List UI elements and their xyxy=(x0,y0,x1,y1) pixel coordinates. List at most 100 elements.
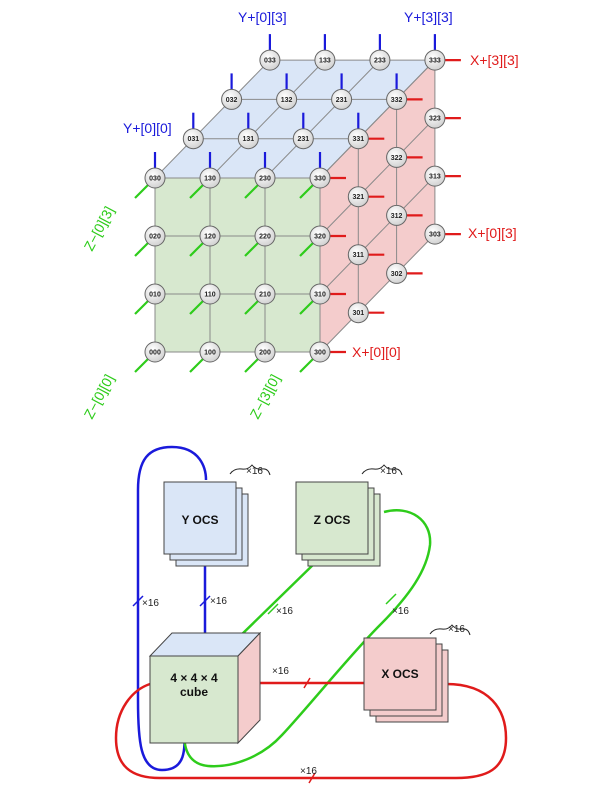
node-label: 231 xyxy=(297,136,309,143)
torus-node: 200 xyxy=(254,341,276,363)
node-label: 333 xyxy=(429,58,441,65)
mult-labels: ×16 ×16 ×16 ×16 ×16 ×16 ×16 ×16 ×16 xyxy=(142,466,465,777)
torus-node: 320 xyxy=(309,225,331,247)
torus-node: 130 xyxy=(199,167,221,189)
node-label: 200 xyxy=(259,350,271,357)
torus-node: 231 xyxy=(331,88,353,110)
torus-node: 120 xyxy=(199,225,221,247)
cube-faces xyxy=(155,60,435,352)
torus-node: 210 xyxy=(254,283,276,305)
y-ocs-label: Y OCS xyxy=(181,513,218,527)
x-link-loop xyxy=(114,682,508,780)
label-x33: X+[3][3] xyxy=(470,52,519,68)
mult-y-left: ×16 xyxy=(142,598,159,609)
node-label: 130 xyxy=(204,176,216,183)
node-label: 033 xyxy=(264,58,276,65)
node-label: 020 xyxy=(149,234,161,241)
node-label: 233 xyxy=(374,58,386,65)
torus-node: 313 xyxy=(424,165,446,187)
torus-node: 031 xyxy=(182,128,204,150)
cube-label-line1: 4 × 4 × 4 xyxy=(170,671,218,685)
node-label: 133 xyxy=(319,58,331,65)
torus-node: 220 xyxy=(254,225,276,247)
torus-node: 311 xyxy=(347,244,369,266)
label-y03: Y+[0][3] xyxy=(238,9,287,25)
y-ocs-stack: Y OCS xyxy=(163,481,249,567)
node-label: 323 xyxy=(429,116,441,123)
node-label: 311 xyxy=(353,252,364,259)
node-label: 132 xyxy=(281,97,293,104)
x-ocs-stack: X OCS xyxy=(363,637,449,723)
torus-node: 133 xyxy=(314,49,336,71)
z-ocs-label: Z OCS xyxy=(314,513,351,527)
label-x03: X+[0][3] xyxy=(468,225,517,241)
cube-block: 4 × 4 × 4 cube xyxy=(148,631,262,745)
label-x00: X+[0][0] xyxy=(352,344,401,360)
node-label: 312 xyxy=(391,213,403,220)
node-label: 230 xyxy=(259,176,271,183)
torus-node: 230 xyxy=(254,167,276,189)
torus-node: 132 xyxy=(276,88,298,110)
node-label: 300 xyxy=(314,350,326,357)
torus-node: 033 xyxy=(259,49,281,71)
torus-node: 312 xyxy=(386,204,408,226)
mult-z-ocs: ×16 xyxy=(380,466,397,477)
torus-node: 322 xyxy=(386,146,408,168)
torus-node: 321 xyxy=(347,186,369,208)
cube-front-face xyxy=(155,178,320,352)
label-z30: Z−[3][0] xyxy=(247,372,284,422)
node-label: 120 xyxy=(204,234,216,241)
cube-right-face xyxy=(320,60,435,352)
mult-x-right: ×16 xyxy=(272,666,289,677)
z-ocs-stack: Z OCS xyxy=(295,481,381,567)
node-label: 330 xyxy=(314,176,326,183)
node-label: 110 xyxy=(204,292,215,299)
node-label: 100 xyxy=(204,350,216,357)
mult-ticks xyxy=(132,593,397,784)
mult-x-loop: ×16 xyxy=(300,766,317,777)
torus-node: 010 xyxy=(144,283,166,305)
node-label: 231 xyxy=(336,97,348,104)
x-ocs-label: X OCS xyxy=(381,667,418,681)
node-label: 331 xyxy=(352,136,364,143)
mult-z-up: ×16 xyxy=(276,606,293,617)
cube-label-line2: cube xyxy=(180,685,208,699)
cube-grid-lines xyxy=(154,59,436,353)
cube-top-face xyxy=(155,60,435,178)
torus-node: 301 xyxy=(347,302,369,324)
torus-node: 000 xyxy=(144,341,166,363)
node-label: 313 xyxy=(429,174,441,181)
torus-node: 302 xyxy=(386,262,408,284)
torus-node: 110 xyxy=(199,283,221,305)
torus-node: 131 xyxy=(237,128,259,150)
torus-node: 332 xyxy=(386,88,408,110)
mult-y-down: ×16 xyxy=(210,596,227,607)
node-label: 131 xyxy=(242,136,254,143)
label-z00: Z−[0][0] xyxy=(81,372,118,422)
node-label: 310 xyxy=(314,292,326,299)
torus-node: 300 xyxy=(309,341,331,363)
ocs-braces xyxy=(229,464,471,636)
mult-z-loop: ×16 xyxy=(392,606,409,617)
torus-node: 030 xyxy=(144,167,166,189)
torus-node: 323 xyxy=(424,107,446,129)
node-label: 332 xyxy=(391,97,403,104)
label-y33: Y+[3][3] xyxy=(404,9,453,25)
torus-node: 100 xyxy=(199,341,221,363)
node-label: 322 xyxy=(391,155,403,162)
node-label: 321 xyxy=(352,194,364,201)
node-label: 301 xyxy=(352,310,364,317)
mult-x-ocs: ×16 xyxy=(448,624,465,635)
torus-node: 233 xyxy=(369,49,391,71)
y-link-left xyxy=(136,445,208,772)
label-y00: Y+[0][0] xyxy=(123,120,172,136)
label-z03: Z−[0][3] xyxy=(81,204,118,254)
node-label: 210 xyxy=(259,292,271,299)
torus-node: 231 xyxy=(292,128,314,150)
node-label: 000 xyxy=(149,350,161,357)
node-label: 010 xyxy=(149,292,161,299)
mult-y-ocs: ×16 xyxy=(246,466,263,477)
node-label: 032 xyxy=(226,97,238,104)
